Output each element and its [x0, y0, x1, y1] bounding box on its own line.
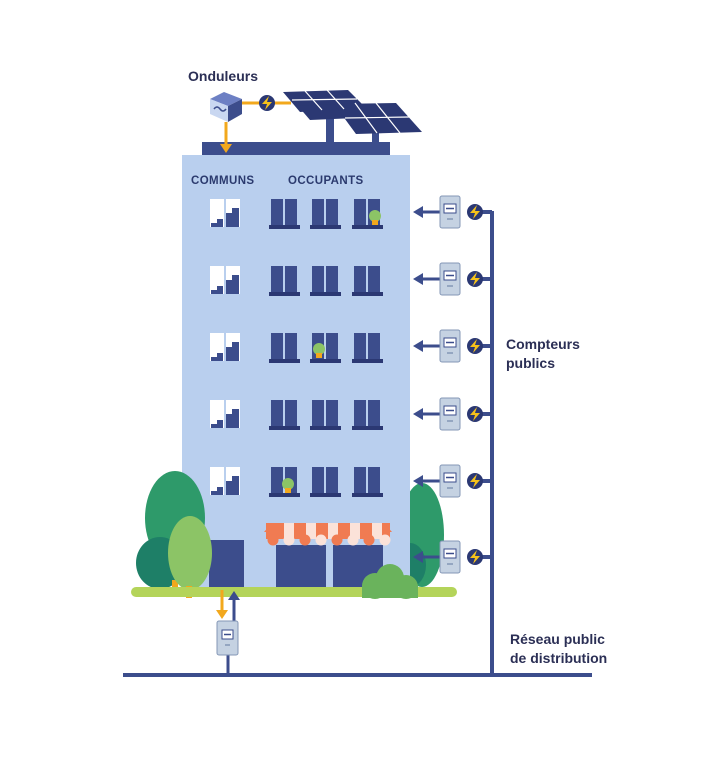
electric-meter-icon: [439, 397, 461, 431]
electric-meter-icon: [216, 620, 239, 656]
label-inverters: Onduleurs: [188, 68, 259, 84]
arrow-down-icon: [216, 610, 228, 619]
arrow-down-icon: [220, 144, 232, 153]
solar-panel-array: [283, 89, 422, 142]
stairwell-window: [210, 266, 240, 294]
occupant-window: [269, 266, 300, 296]
stairwell-window: [210, 333, 240, 361]
label-public-grid: Réseau public de distribution: [510, 630, 607, 668]
plant-icon: [369, 210, 381, 225]
label-commons: COMMUNS: [191, 175, 255, 187]
occupant-window: [352, 333, 383, 363]
label-public-grid-line2: de distribution: [510, 650, 608, 666]
plant-icon: [282, 478, 294, 493]
stairwell-window: [210, 467, 240, 495]
label-public-meters: Compteurs publics: [506, 335, 580, 373]
label-public-meters-line2: publics: [506, 355, 556, 371]
occupant-window: [352, 400, 383, 430]
lightning-bolt-icon: [467, 204, 483, 220]
occupant-window: [310, 467, 341, 497]
lightning-bolt-icon: [467, 406, 483, 422]
stairwell-window: [210, 199, 240, 227]
electric-meter-icon: [439, 329, 461, 363]
label-public-grid-line1: Réseau public: [510, 631, 605, 647]
building-windows: [210, 199, 383, 497]
lightning-bolt-icon: [259, 95, 275, 111]
arrow-left-icon: [413, 551, 423, 563]
occupant-window: [310, 266, 341, 296]
solar-panel-icon: [334, 103, 422, 134]
inverter-box-icon: [210, 92, 242, 122]
occupant-window: [310, 400, 341, 430]
plant-icon: [313, 343, 325, 358]
tree: [168, 516, 212, 590]
roof-slab: [202, 142, 390, 155]
electric-meter-icon: [439, 195, 461, 229]
lightning-bolt-icon: [467, 338, 483, 354]
public-meters: [413, 195, 492, 574]
occupant-window: [269, 199, 300, 229]
arrow-left-icon: [413, 206, 423, 218]
occupant-window: [310, 199, 341, 229]
awning-scallops: [267, 534, 391, 546]
commons-door: [209, 540, 244, 588]
occupant-window: [352, 266, 383, 296]
label-occupants: OCCUPANTS: [288, 175, 364, 187]
occupant-window: [269, 333, 300, 363]
arrow-left-icon: [413, 408, 423, 420]
lightning-bolt-icon: [467, 549, 483, 565]
stairwell-window: [210, 400, 240, 428]
lightning-bolt-icon: [467, 271, 483, 287]
bush: [362, 564, 418, 599]
occupant-window: [352, 467, 383, 497]
arrow-left-icon: [413, 273, 423, 285]
occupant-window: [269, 400, 300, 430]
shop-front: [276, 545, 326, 587]
electric-meter-icon: [439, 464, 461, 498]
arrow-up-icon: [228, 591, 240, 600]
arrow-left-icon: [413, 475, 423, 487]
lightning-bolt-icon: [467, 473, 483, 489]
label-public-meters-line1: Compteurs: [506, 336, 580, 352]
electric-meter-icon: [439, 540, 461, 574]
arrow-left-icon: [413, 340, 423, 352]
awning-stripes: [284, 523, 382, 539]
electric-meter-icon: [439, 262, 461, 296]
